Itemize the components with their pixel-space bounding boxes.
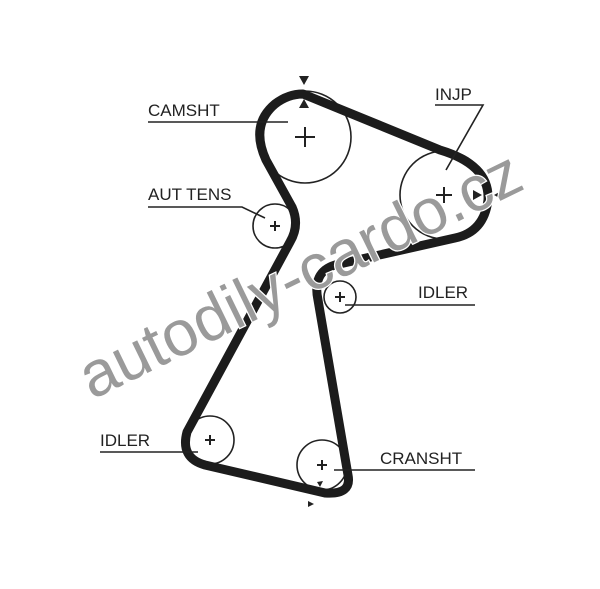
timing-marks — [299, 76, 503, 507]
idler-right-pulley — [323, 280, 357, 314]
crankshaft-label: CRANSHT — [380, 449, 462, 468]
idler-right-label: IDLER — [418, 283, 468, 302]
injection-pump-label: INJP — [435, 85, 472, 104]
timing-belt — [181, 89, 493, 498]
auto-tensioner-label: AUT TENS — [148, 185, 231, 204]
leader-lines — [100, 104, 485, 471]
center-crosses — [205, 127, 452, 470]
idler-left-label: IDLER — [100, 431, 150, 450]
watermark: autodily-cardo.cz — [67, 136, 533, 413]
camshaft-label: CAMSHT — [148, 101, 220, 120]
